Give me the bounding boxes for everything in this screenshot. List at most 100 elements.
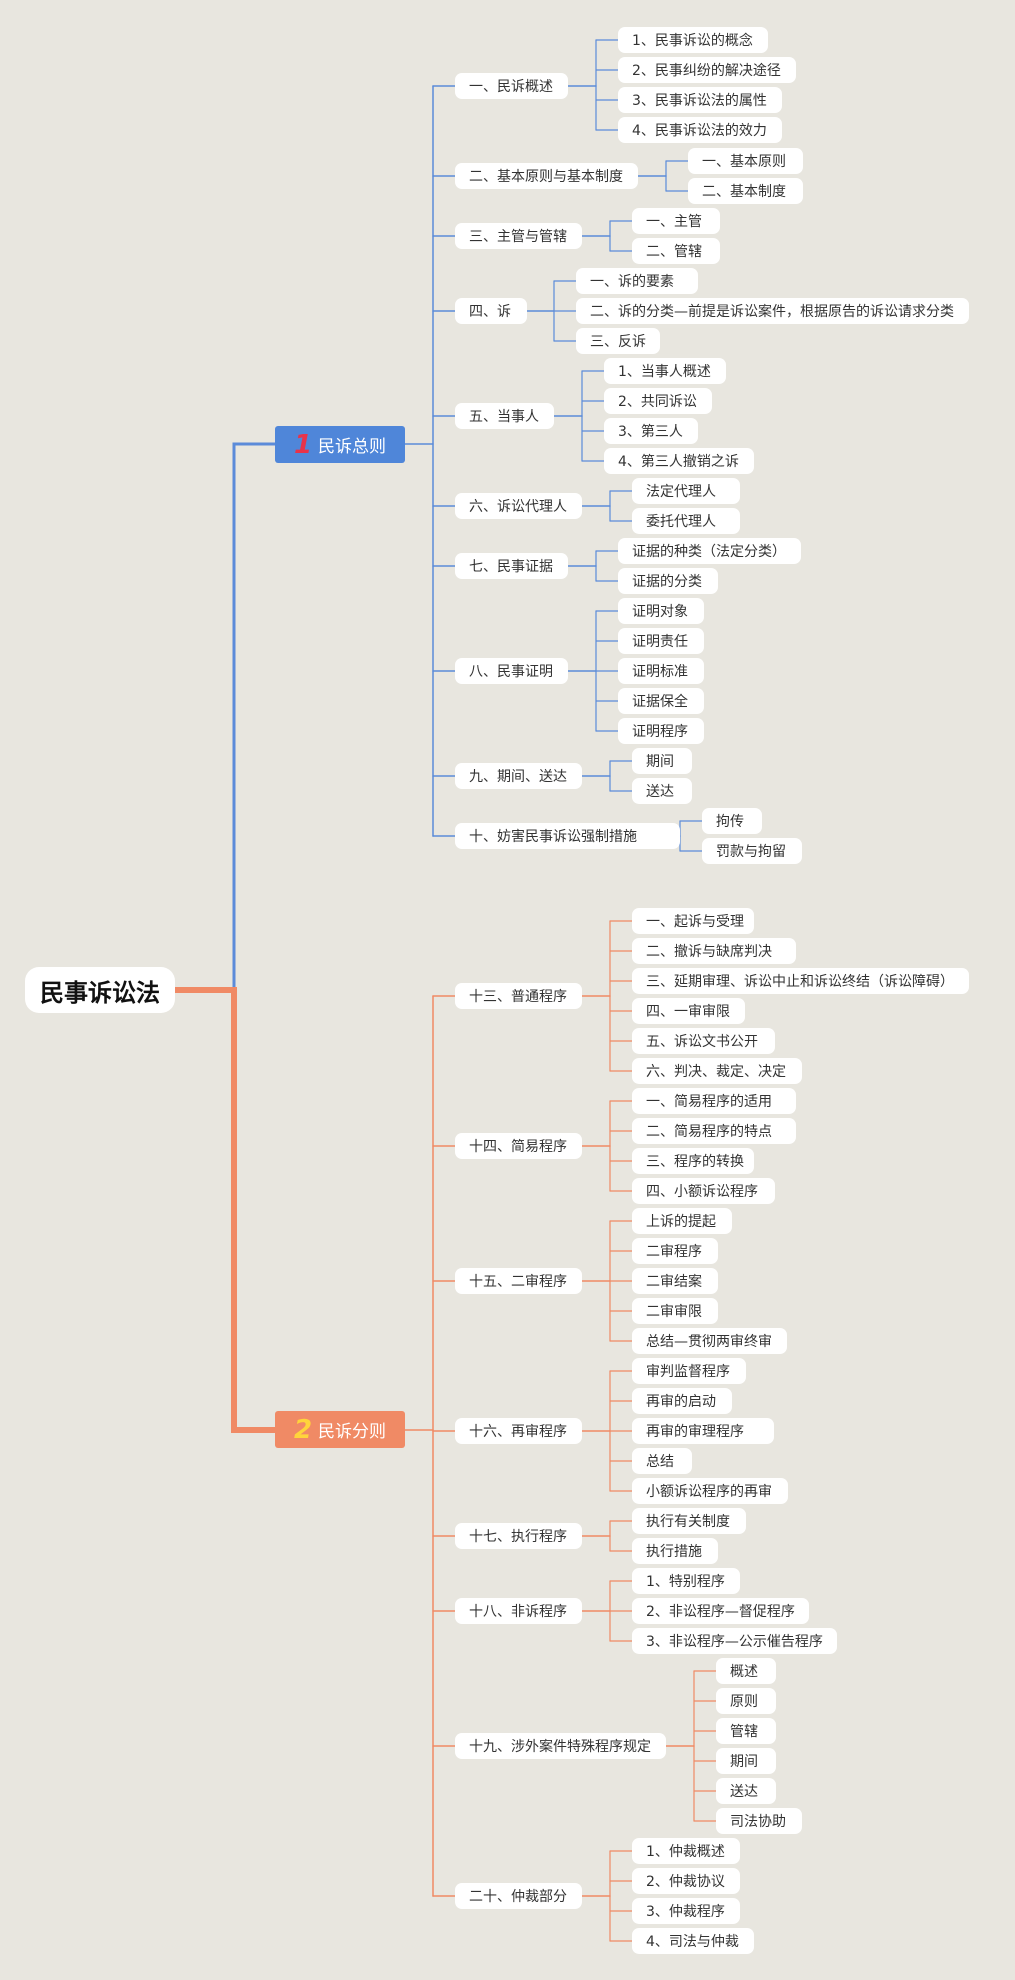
topic-node[interactable]: 2、民事纠纷的解决途径 <box>618 57 796 83</box>
section-node[interactable]: 十三、普通程序 <box>455 983 582 1009</box>
topic-node[interactable]: 期间 <box>632 748 692 774</box>
topic-node[interactable]: 三、延期审理、诉讼中止和诉讼终结（诉讼障碍） <box>632 968 969 994</box>
section-node[interactable]: 十、妨害民事诉讼强制措施 <box>455 823 680 849</box>
section-node[interactable]: 十六、再审程序 <box>455 1418 582 1444</box>
topic-node[interactable]: 三、程序的转换 <box>632 1148 754 1174</box>
topic-node[interactable]: 证据的种类（法定分类） <box>618 538 801 564</box>
branch-number: 1 <box>293 429 313 460</box>
topic-node[interactable]: 二审结案 <box>632 1268 718 1294</box>
section-node[interactable]: 十五、二审程序 <box>455 1268 582 1294</box>
section-node[interactable]: 九、期间、送达 <box>455 763 582 789</box>
branch-number: 2 <box>293 1414 313 1445</box>
topic-node[interactable]: 3、民事诉讼法的属性 <box>618 87 782 113</box>
topic-node[interactable]: 小额诉讼程序的再审 <box>632 1478 788 1504</box>
topic-node[interactable]: 2、仲裁协议 <box>632 1868 740 1894</box>
topic-node[interactable]: 证据保全 <box>618 688 704 714</box>
root-node[interactable]: 民事诉讼法 <box>25 967 175 1013</box>
branch-general[interactable]: 1 民诉总则 <box>275 426 405 463</box>
topic-node[interactable]: 总结—贯彻两审终审 <box>632 1328 787 1354</box>
topic-node-label: 概述 <box>730 1664 758 1680</box>
topic-node[interactable]: 法定代理人 <box>632 478 740 504</box>
topic-node[interactable]: 3、第三人 <box>604 418 698 444</box>
topic-node[interactable]: 证明标准 <box>618 658 704 684</box>
topic-node[interactable]: 证据的分类 <box>618 568 718 594</box>
topic-node[interactable]: 司法协助 <box>716 1808 802 1834</box>
section-node[interactable]: 十八、非诉程序 <box>455 1598 582 1624</box>
topic-node-label: 证据的分类 <box>632 574 702 590</box>
topic-node[interactable]: 六、判决、裁定、决定 <box>632 1058 802 1084</box>
topic-node[interactable]: 2、共同诉讼 <box>604 388 712 414</box>
topic-node-label: 一、诉的要素 <box>590 274 674 290</box>
section-node[interactable]: 一、民诉概述 <box>455 73 568 99</box>
topic-node-label: 小额诉讼程序的再审 <box>646 1484 772 1500</box>
section-node-label: 八、民事证明 <box>469 664 553 680</box>
section-node[interactable]: 十九、涉外案件特殊程序规定 <box>455 1733 666 1759</box>
topic-node[interactable]: 一、主管 <box>632 208 720 234</box>
topic-node[interactable]: 3、非讼程序—公示催告程序 <box>632 1628 837 1654</box>
topic-node[interactable]: 二审审限 <box>632 1298 718 1324</box>
section-node[interactable]: 五、当事人 <box>455 403 554 429</box>
topic-node-label: 期间 <box>646 754 674 770</box>
topic-node[interactable]: 证明对象 <box>618 598 704 624</box>
topic-node[interactable]: 二、基本制度 <box>688 178 803 204</box>
topic-node[interactable]: 二、撤诉与缺席判决 <box>632 938 796 964</box>
topic-node[interactable]: 再审的审理程序 <box>632 1418 774 1444</box>
topic-node[interactable]: 委托代理人 <box>632 508 740 534</box>
topic-node[interactable]: 执行有关制度 <box>632 1508 746 1534</box>
topic-node[interactable]: 拘传 <box>702 808 762 834</box>
topic-node[interactable]: 1、仲裁概述 <box>632 1838 740 1864</box>
topic-node[interactable]: 三、反诉 <box>576 328 660 354</box>
topic-node[interactable]: 3、仲裁程序 <box>632 1898 740 1924</box>
topic-node-label: 4、司法与仲裁 <box>646 1934 739 1950</box>
section-node[interactable]: 七、民事证据 <box>455 553 568 579</box>
topic-node-label: 证据保全 <box>632 694 688 710</box>
topic-node[interactable]: 二审程序 <box>632 1238 718 1264</box>
topic-node[interactable]: 送达 <box>632 778 692 804</box>
topic-node[interactable]: 1、当事人概述 <box>604 358 726 384</box>
topic-node[interactable]: 4、第三人撤销之诉 <box>604 448 754 474</box>
topic-node[interactable]: 上诉的提起 <box>632 1208 732 1234</box>
branch-specific[interactable]: 2 民诉分则 <box>275 1411 405 1448</box>
topic-node[interactable]: 二、管辖 <box>632 238 720 264</box>
section-node[interactable]: 十四、简易程序 <box>455 1133 582 1159</box>
section-node[interactable]: 三、主管与管辖 <box>455 223 582 249</box>
topic-node-label: 送达 <box>646 784 674 800</box>
topic-node[interactable]: 一、简易程序的适用 <box>632 1088 796 1114</box>
topic-node[interactable]: 4、民事诉讼法的效力 <box>618 117 782 143</box>
section-node[interactable]: 四、诉 <box>455 298 527 324</box>
topic-node[interactable]: 四、一审审限 <box>632 998 745 1024</box>
topic-node[interactable]: 4、司法与仲裁 <box>632 1928 754 1954</box>
topic-node[interactable]: 一、起诉与受理 <box>632 908 754 934</box>
topic-node[interactable]: 证明责任 <box>618 628 704 654</box>
topic-node[interactable]: 概述 <box>716 1658 776 1684</box>
topic-node[interactable]: 期间 <box>716 1748 776 1774</box>
topic-node[interactable]: 原则 <box>716 1688 776 1714</box>
section-node[interactable]: 二十、仲裁部分 <box>455 1883 582 1909</box>
topic-node[interactable]: 1、特别程序 <box>632 1568 740 1594</box>
topic-node[interactable]: 总结 <box>632 1448 692 1474</box>
topic-node[interactable]: 一、诉的要素 <box>576 268 698 294</box>
topic-node[interactable]: 四、小额诉讼程序 <box>632 1178 775 1204</box>
topic-node[interactable]: 再审的启动 <box>632 1388 732 1414</box>
topic-node[interactable]: 二、诉的分类—前提是诉讼案件，根据原告的诉讼请求分类 <box>576 298 969 324</box>
section-node[interactable]: 二、基本原则与基本制度 <box>455 163 638 189</box>
topic-node[interactable]: 管辖 <box>716 1718 776 1744</box>
topic-node[interactable]: 执行措施 <box>632 1538 718 1564</box>
topic-node[interactable]: 五、诉讼文书公开 <box>632 1028 775 1054</box>
section-node-label: 十三、普通程序 <box>469 989 567 1005</box>
topic-node[interactable]: 罚款与拘留 <box>702 838 802 864</box>
section-node[interactable]: 八、民事证明 <box>455 658 568 684</box>
topic-node[interactable]: 审判监督程序 <box>632 1358 746 1384</box>
topic-node-label: 2、民事纠纷的解决途径 <box>632 63 781 79</box>
topic-node[interactable]: 1、民事诉讼的概念 <box>618 27 768 53</box>
topic-node[interactable]: 二、简易程序的特点 <box>632 1118 796 1144</box>
topic-node[interactable]: 证明程序 <box>618 718 704 744</box>
topic-node[interactable]: 2、非讼程序—督促程序 <box>632 1598 809 1624</box>
topic-node[interactable]: 送达 <box>716 1778 776 1804</box>
section-node[interactable]: 十七、执行程序 <box>455 1523 582 1549</box>
topic-node-label: 三、程序的转换 <box>646 1154 744 1170</box>
section-node-label: 九、期间、送达 <box>469 769 567 785</box>
section-node[interactable]: 六、诉讼代理人 <box>455 493 582 519</box>
topic-node[interactable]: 一、基本原则 <box>688 148 803 174</box>
topic-node-label: 总结—贯彻两审终审 <box>646 1334 772 1350</box>
